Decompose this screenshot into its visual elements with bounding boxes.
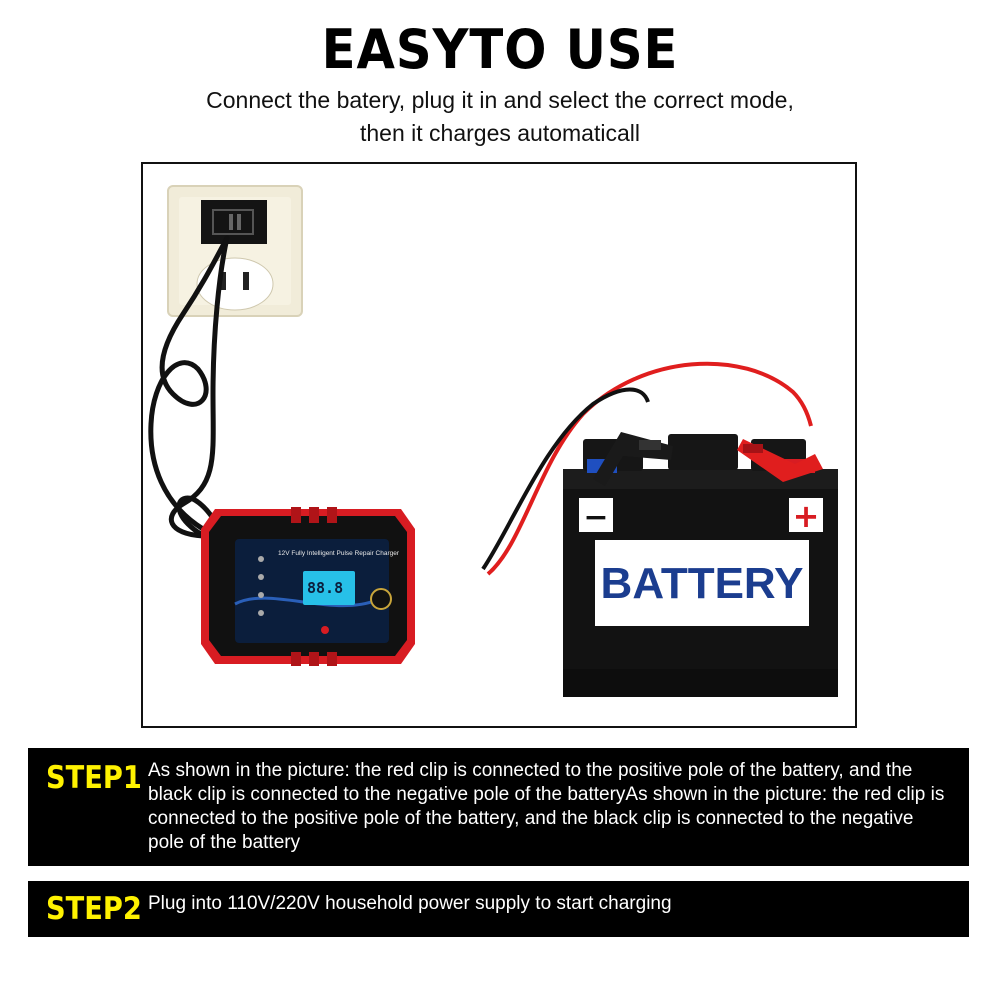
step-2-label: STEP2 bbox=[46, 891, 142, 927]
subtitle-line-2: then it charges automaticall bbox=[360, 120, 640, 146]
charger-display: 88.8 bbox=[307, 579, 343, 597]
subtitle-line-1: Connect the batery, plug it in and selec… bbox=[206, 87, 794, 113]
page-subtitle: Connect the batery, plug it in and selec… bbox=[0, 84, 1000, 150]
step-1-label: STEP1 bbox=[46, 760, 142, 796]
positive-symbol: + bbox=[793, 497, 820, 535]
black-cable bbox=[481, 387, 650, 571]
red-clip bbox=[737, 439, 823, 482]
step-1-panel: STEP1 As shown in the picture: the red c… bbox=[28, 748, 969, 866]
negative-symbol: − bbox=[583, 500, 608, 535]
step-1-text: As shown in the picture: the red clip is… bbox=[148, 760, 945, 853]
connection-illustration: 12V Fully Intelligent Pulse Repair Charg… bbox=[141, 162, 857, 728]
wall-outlet bbox=[167, 185, 303, 317]
page-title: EASYTO USE bbox=[321, 18, 679, 81]
illustration-svg: 12V Fully Intelligent Pulse Repair Charg… bbox=[148, 185, 838, 697]
step-2-text: Plug into 110V/220V household power supp… bbox=[148, 893, 672, 914]
black-clip bbox=[593, 432, 673, 486]
battery-label: BATTERY bbox=[601, 559, 804, 608]
charger: 12V Fully Intelligent Pulse Repair Charg… bbox=[201, 507, 415, 666]
step-2-panel: STEP2 Plug into 110V/220V household powe… bbox=[28, 881, 969, 937]
charger-label: 12V Fully Intelligent Pulse Repair Charg… bbox=[278, 550, 400, 557]
red-cable bbox=[486, 361, 813, 576]
